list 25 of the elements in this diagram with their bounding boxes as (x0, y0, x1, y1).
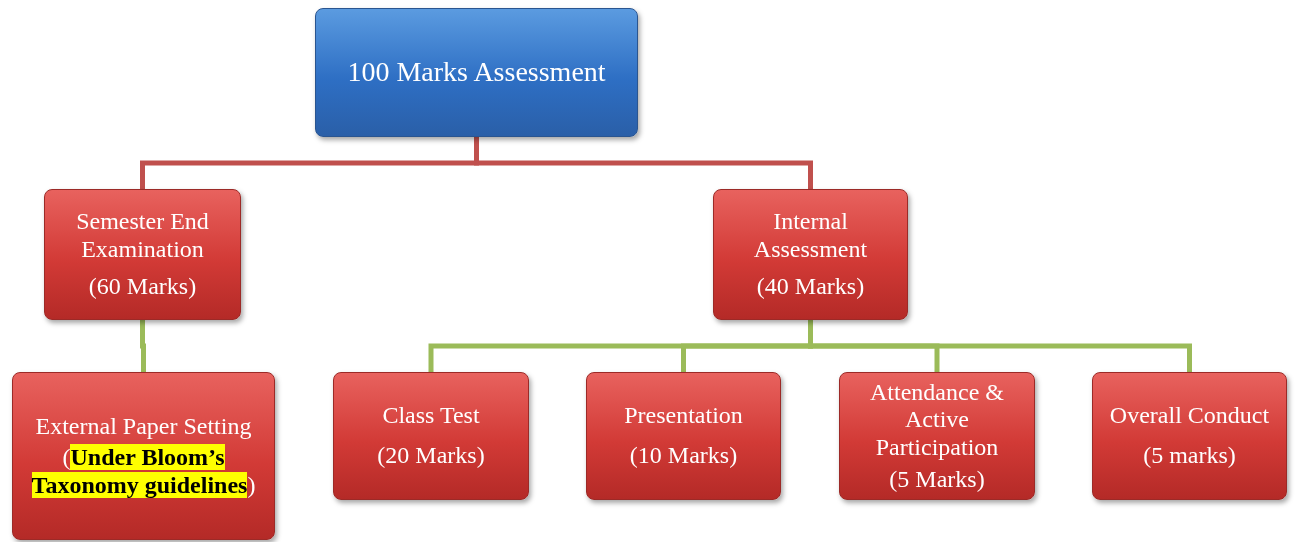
category-box (333, 372, 529, 500)
box-text: External Paper Setting (35, 412, 252, 441)
category-box (12, 372, 275, 540)
box-text: (5 marks) (1143, 442, 1236, 470)
box-text: (20 Marks) (377, 442, 485, 470)
box-text: (60 Marks) (88, 273, 197, 301)
box-text: (10 Marks) (629, 442, 738, 470)
box-text: Overall Conduct (1109, 402, 1270, 430)
connector-line (474, 137, 813, 189)
category-box (839, 372, 1035, 500)
box-text: Attendance & Active Participation (869, 378, 1005, 462)
category-box (1092, 372, 1287, 500)
connector-line (140, 320, 146, 372)
box-text: Semester End Examination (75, 208, 210, 264)
box-text: Class Test (382, 402, 480, 430)
category-box (44, 189, 241, 320)
box-text: (40 Marks) (756, 273, 865, 301)
box-text: Presentation (624, 402, 743, 430)
box-text: 100 Marks Assessment (347, 56, 606, 89)
root-box (315, 8, 638, 137)
box-text: (5 Marks) (889, 465, 985, 494)
box-text: (Under Bloom’s Taxonomy guidelines) (30, 444, 257, 500)
category-box (713, 189, 908, 320)
box-text: Internal Assessment (752, 208, 869, 264)
category-box (586, 372, 781, 500)
